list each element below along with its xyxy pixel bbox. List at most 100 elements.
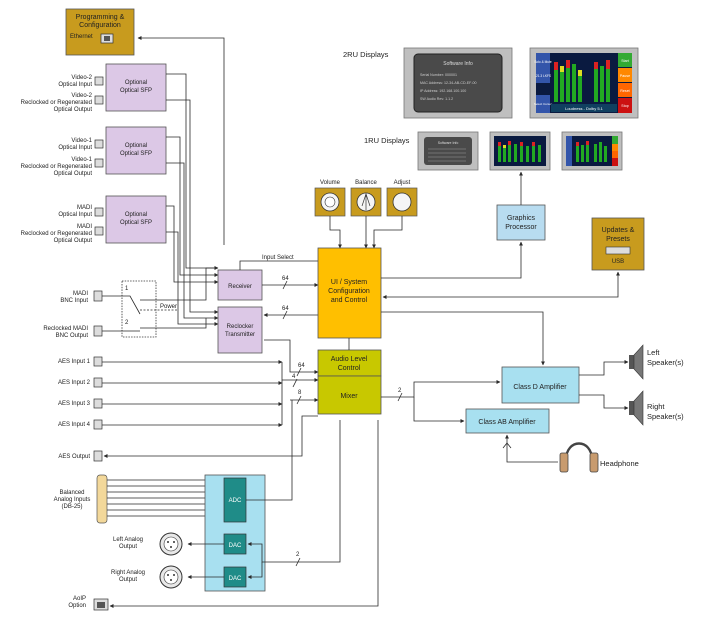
xlr-connector-icon	[93, 356, 103, 367]
receiver-label: Receiver	[228, 284, 252, 290]
1ru-displays-label: 1RU Displays	[364, 136, 410, 145]
audio-level-label: Audio Level	[331, 356, 368, 363]
bnc-connector-icon	[93, 290, 103, 302]
aoip-option: AoIP Option	[68, 420, 379, 611]
ethernet-label: Ethernet	[70, 34, 93, 40]
adc-label: ADC	[229, 498, 242, 504]
aes-output-label: AES Output	[58, 454, 90, 460]
sfp-wires	[137, 36, 225, 326]
speaker-icon	[629, 355, 634, 369]
adjust-knob-icon	[392, 192, 412, 212]
left-speaker: Left Speaker(s)	[629, 344, 684, 380]
volume-label: Volume	[320, 180, 341, 186]
receiver-block: Receiver	[217, 269, 263, 301]
mixer-label: Mixer	[340, 393, 358, 400]
class-ab-amplifier: Class AB Amplifier	[465, 408, 550, 434]
right-analog-label: Right Analog	[111, 570, 145, 576]
optical-connector-icon	[94, 139, 104, 149]
bnc-connector-icon	[93, 325, 103, 337]
solo-mute-button[interactable]	[536, 53, 550, 83]
sfp-video1: Optional Optical SFP Video-1 Optical Inp…	[21, 126, 167, 177]
graphics-sub: Processor	[505, 224, 537, 231]
usb-label: USB	[612, 259, 624, 265]
dac-right: DAC	[223, 566, 247, 588]
sfp-box-line1: Optional	[125, 143, 147, 149]
dac-label: DAC	[229, 543, 242, 549]
prog-title-1: Programming &	[76, 14, 125, 21]
meter-bars	[554, 60, 610, 102]
bus-tick	[295, 557, 301, 567]
sfp-madi: Optional Optical SFP MADI Optical Input …	[21, 195, 167, 244]
xlr-connector-icon	[93, 450, 103, 462]
aes-input-label: AES Input 3	[58, 401, 91, 407]
xlr-connector-icon	[93, 419, 103, 430]
audio-level-block: Audio Level Control	[317, 349, 382, 377]
reclocker-label: Reclocker	[227, 324, 254, 330]
knob-volume: Volume	[314, 180, 346, 217]
optical-connector-icon	[94, 207, 104, 217]
ui-usb-wire	[382, 271, 620, 299]
select-cursor-label: Select Cursor	[534, 102, 552, 106]
sfp-in-label: Video-1	[71, 138, 92, 144]
class-ab-label: Class AB Amplifier	[478, 419, 536, 426]
bus-reclocker-mixer	[264, 339, 319, 374]
jack-symbol	[502, 442, 512, 449]
right-speaker-label: Right	[647, 402, 665, 411]
classab-headphone-wire	[505, 434, 558, 463]
headphone-label: Headphone	[600, 459, 639, 468]
graphics-processor: Graphics Processor	[496, 204, 546, 241]
aes-input-label: AES Input 1	[58, 359, 91, 365]
bus-width-label: 64	[282, 276, 289, 282]
db25-connector-icon	[96, 474, 108, 524]
right-analog-sub: Output	[119, 577, 137, 583]
balance-label: Balance	[355, 180, 377, 186]
bus-width-label: 8	[298, 390, 302, 396]
graphics-label: Graphics	[507, 215, 536, 222]
dac-label: DAC	[229, 576, 242, 582]
ui-label-1: UI / System	[331, 279, 367, 286]
power-label: Power	[160, 304, 177, 310]
pause-button[interactable]	[618, 68, 632, 82]
sfp-in-sub: Optical Input	[58, 212, 92, 218]
sfp-out-sub1: Reclocked or Regenerated	[21, 231, 92, 237]
bus-width-label: 4	[292, 374, 296, 380]
sfp-in-label: Video-2	[71, 75, 92, 81]
display-1ru-meters-b	[561, 131, 623, 171]
classd-left-wire	[579, 360, 629, 376]
adc-to-mixer-wire	[246, 400, 293, 501]
reset-button[interactable]	[618, 83, 632, 97]
start-button[interactable]	[618, 53, 632, 67]
sfp-out-label: Video-2	[71, 93, 92, 99]
adjust-label: Adjust	[394, 180, 411, 186]
volume-wire	[329, 216, 342, 249]
sfp-out-sub2: Optical Output	[54, 107, 93, 113]
input-select-label: Input Select	[262, 255, 294, 261]
madi-bnc-out-label: Reclocked MADI	[43, 326, 88, 332]
optical-connector-icon	[94, 76, 104, 86]
input-select-wire	[239, 260, 318, 270]
bus-tick	[296, 395, 302, 405]
stop-button[interactable]	[618, 98, 632, 113]
bus-tick	[397, 392, 403, 402]
mixer-block: Mixer	[317, 375, 382, 415]
xlr-connector-icon	[93, 377, 103, 388]
loudness-label: Loudness - Dolby 5.1	[565, 106, 604, 111]
select-cursor-button[interactable]	[536, 95, 550, 113]
sfp-out-sub2: Optical Output	[54, 238, 93, 244]
sfp-box-line1: Optional	[125, 80, 147, 86]
adjust-wire	[372, 216, 403, 249]
right-speaker-sub: Speaker(s)	[647, 412, 684, 421]
sfp-out-label: Video-1	[71, 157, 92, 163]
left-speaker-sub: Speaker(s)	[647, 358, 684, 367]
mixer-to-dac-right-wire	[247, 562, 263, 579]
stop-label: Stop	[621, 104, 628, 108]
software-info-title: Software Info	[443, 61, 473, 67]
presets-label: Presets	[606, 236, 630, 243]
info-line: Serial Number: 000001	[420, 73, 457, 77]
dac-left: DAC	[223, 533, 247, 555]
info-line: MAC Address: 12-34-AB-CD-EF-00	[420, 81, 477, 85]
mixer-classab-wire	[413, 397, 465, 423]
right-speaker: Right Speaker(s)	[629, 390, 684, 426]
aoip-label: AoIP	[73, 596, 86, 602]
